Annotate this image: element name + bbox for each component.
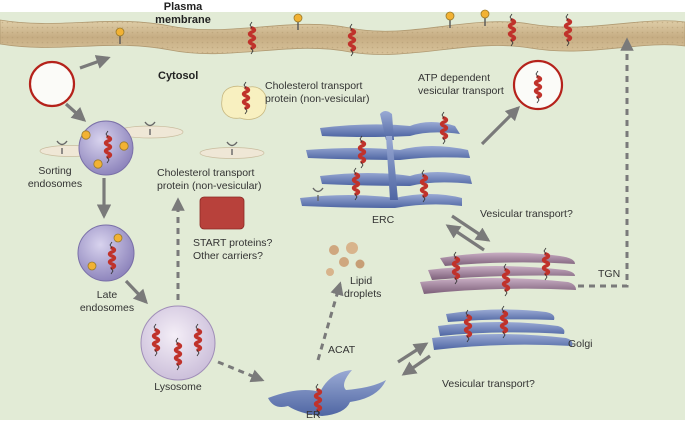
ctp-top-label-line1: Cholesterol transport	[265, 80, 363, 92]
ctp-top-label-line2: protein (non-vesicular)	[265, 93, 370, 105]
lipid-droplets	[326, 242, 365, 276]
sorting-endosomes-label-line2: endosomes	[27, 178, 83, 190]
start-proteins-label-line1: START proteins?	[193, 237, 273, 249]
er-compartment	[268, 370, 386, 418]
plasma-membrane-label-line2: membrane	[155, 14, 211, 26]
cholesterol-transport-protein	[221, 80, 267, 120]
late-endosomes-label-line2: endosomes	[79, 302, 135, 314]
start-proteins-label-line2: Other carriers?	[193, 250, 264, 262]
carrier-tubule	[199, 141, 265, 159]
sorting-endosome	[39, 120, 184, 176]
endocytic-vesicle	[28, 60, 76, 108]
lipid-droplets-label-line2: droplets	[344, 288, 382, 300]
vesicular-transport-q1-label: Vesicular transport?	[480, 208, 573, 220]
late-endosome	[77, 224, 135, 282]
sorting-endosomes-label-line1: Sorting	[38, 165, 72, 177]
atp-label-line2: vesicular transport	[418, 85, 504, 97]
ctp-mid-label-line2: protein (non-vesicular)	[157, 180, 262, 192]
ctp-mid-label-line1: Cholesterol transport	[157, 167, 255, 179]
tgn-compartment	[420, 246, 576, 298]
late-endosomes-label-line1: Late	[96, 289, 118, 301]
lysosome	[140, 305, 216, 381]
plasma-membrane-label-line1: Plasma	[163, 1, 203, 13]
acat-label: ACAT	[328, 344, 356, 356]
lysosome-label: Lysosome	[154, 381, 202, 393]
lipid-droplets-label-line1: Lipid	[350, 275, 373, 287]
atp-label-line1: ATP dependent	[418, 72, 491, 84]
er-label: ER	[306, 409, 321, 421]
top-margin	[0, 0, 685, 12]
cytosol-label: Cytosol	[158, 70, 199, 82]
golgi-label: Golgi	[568, 338, 593, 350]
arrows-dashed	[171, 37, 634, 383]
tgn-label: TGN	[598, 268, 621, 280]
erc-label: ERC	[372, 214, 395, 226]
start-carrier-box	[199, 196, 245, 230]
arrows-solid	[64, 55, 521, 376]
golgi-compartment	[432, 304, 573, 350]
bottom-margin	[0, 420, 685, 431]
vesicular-transport-q2-label: Vesicular transport?	[442, 378, 535, 390]
erc-compartment	[300, 110, 472, 208]
